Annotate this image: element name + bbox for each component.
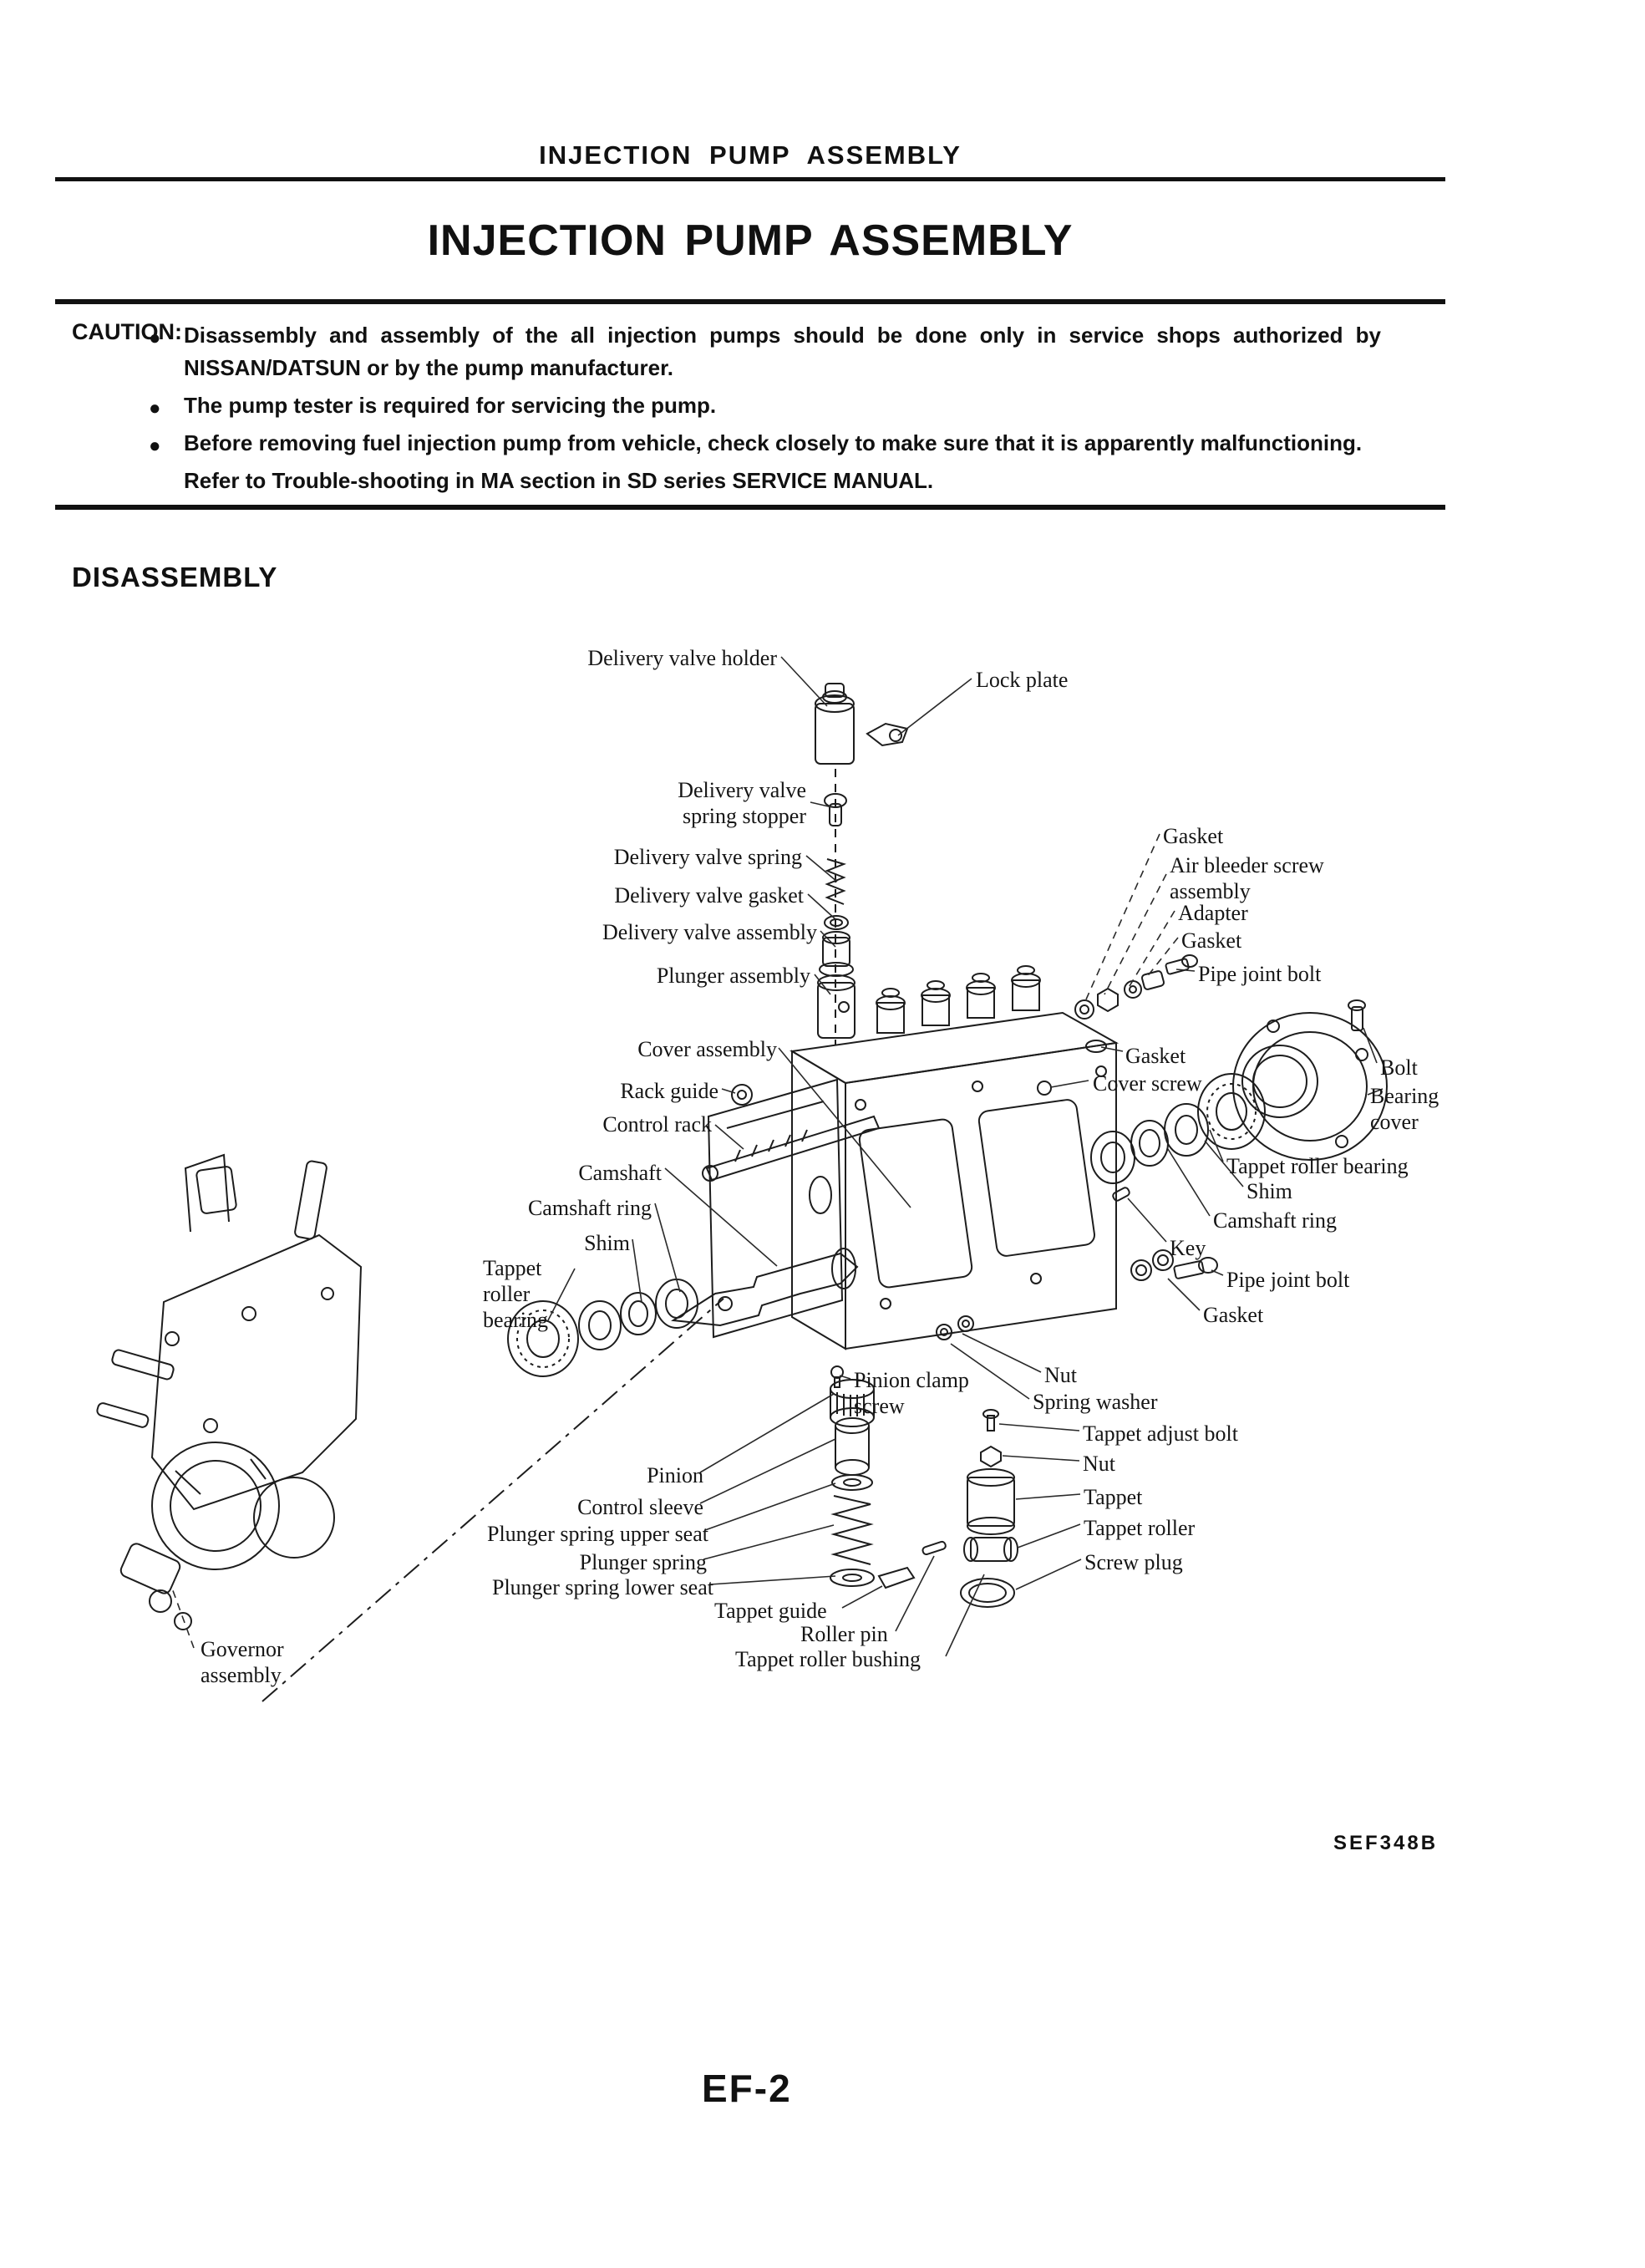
caution-bullet: ● The pump tester is required for servic… — [149, 389, 1381, 422]
part-label-plunger-spring-lower-seat: Plunger spring lower seat — [491, 1575, 713, 1599]
part-label-spring-washer: Spring washer — [1033, 1390, 1158, 1414]
part-label-control-sleeve: Control sleeve — [577, 1495, 703, 1519]
part-label-camshaft: Camshaft — [578, 1161, 662, 1185]
part-label-plunger-assembly: Plunger assembly — [656, 964, 810, 988]
caution-label: CAUTION: — [72, 319, 182, 344]
part-label-tappet-roller-bushing: Tappet roller bushing — [735, 1647, 922, 1671]
axis-centerline — [261, 1298, 724, 1702]
part-label-bolt: Bolt — [1380, 1055, 1418, 1080]
part-label-tappet: Tappet — [1084, 1485, 1143, 1509]
part-label-plunger-spring-upper-seat: Plunger spring upper seat — [486, 1522, 708, 1546]
caution-note: Refer to Trouble-shooting in MA section … — [184, 468, 934, 493]
exploded-diagram — [96, 656, 1388, 1702]
part-label-pipe-joint-bolt-1: Pipe joint bolt — [1198, 962, 1322, 986]
caution-text: The pump tester is required for servicin… — [184, 393, 717, 418]
delivery-valve-stack-drawing — [815, 683, 909, 1045]
pump-body-drawing — [789, 1011, 1120, 1350]
governor-assembly-drawing — [96, 1153, 363, 1630]
part-label-tappet-guide: Tappet guide — [714, 1599, 827, 1623]
part-label-control-rack: Control rack — [602, 1112, 712, 1137]
caution-bullet: ● Disassembly and assembly of the all in… — [149, 319, 1381, 384]
part-label-camshaft-ring-right: Camshaft ring — [1213, 1208, 1338, 1233]
bullet-icon: ● — [149, 397, 161, 420]
caution-bullet: ● Before removing fuel injection pump fr… — [149, 427, 1381, 460]
figure-code: SEF348B — [1333, 1832, 1439, 1854]
page-number: EF-2 — [702, 2067, 792, 2110]
bullet-icon: ● — [149, 435, 161, 457]
cover-and-rack-drawing — [702, 1078, 881, 1339]
tappet-stack-drawing — [922, 1409, 1018, 1608]
leader-lines — [170, 656, 1384, 1657]
part-label-cover-assembly: Cover assembly — [637, 1037, 777, 1061]
bearing-cover-drawing — [1232, 999, 1388, 1161]
part-label-delivery-valve-holder: Delivery valve holder — [587, 646, 777, 670]
part-label-gasket-1: Gasket — [1163, 824, 1224, 848]
caution-top-rule — [55, 299, 1445, 304]
running-header: INJECTION PUMP ASSEMBLY — [539, 140, 962, 170]
part-label-plunger-spring: Plunger spring — [579, 1550, 707, 1574]
header-rule — [55, 177, 1445, 181]
part-label-bearing-cover: Bearing cover — [1370, 1084, 1439, 1134]
part-label-roller-pin: Roller pin — [800, 1622, 888, 1646]
pipe-joint-gaskets-drawing — [936, 1040, 1218, 1340]
part-label-screw-plug: Screw plug — [1084, 1550, 1183, 1574]
part-label-delivery-valve-spring-stopper: Delivery valve spring stopper — [678, 778, 806, 828]
part-label-lock-plate: Lock plate — [976, 668, 1069, 692]
part-label-pinion-clamp-screw: Pinion clamp screw — [854, 1368, 969, 1418]
caution-text: Disassembly and assembly of the all inje… — [184, 323, 1381, 380]
part-label-cover-screw: Cover screw — [1093, 1071, 1202, 1096]
part-label-gasket-2: Gasket — [1181, 928, 1242, 953]
part-label-shim-left: Shim — [584, 1231, 630, 1255]
part-label-nut-1: Nut — [1044, 1363, 1077, 1387]
air-bleeder-fittings-drawing — [1074, 954, 1198, 1020]
caution-bottom-rule — [55, 505, 1445, 510]
page-title: INJECTION PUMP ASSEMBLY — [427, 216, 1074, 265]
part-label-tappet-roller-bearing-right: Tappet roller bearing — [1226, 1154, 1409, 1178]
part-label-pipe-joint-bolt-2: Pipe joint bolt — [1226, 1268, 1350, 1292]
part-label-camshaft-ring-left: Camshaft ring — [527, 1196, 652, 1220]
part-label-tappet-roller-bearing-left: Tappet roller bearing — [483, 1256, 548, 1332]
bullet-icon: ● — [149, 327, 161, 349]
part-label-nut-2: Nut — [1083, 1452, 1115, 1476]
part-label-shim-right: Shim — [1246, 1179, 1292, 1203]
part-label-delivery-valve-assembly: Delivery valve assembly — [602, 920, 817, 944]
pinion-plunger-stack-drawing — [830, 1365, 916, 1589]
part-label-pinion: Pinion — [647, 1463, 703, 1487]
part-label-governor-assembly: Governor assembly — [201, 1637, 284, 1687]
part-label-rack-guide: Rack guide — [620, 1079, 718, 1103]
part-label-gasket-4: Gasket — [1203, 1303, 1264, 1327]
part-label-adapter: Adapter — [1178, 901, 1248, 925]
delivery-valve-holders-row — [876, 965, 1041, 1034]
part-label-gasket-3: Gasket — [1125, 1044, 1186, 1068]
caution-list: ● Disassembly and assembly of the all in… — [149, 319, 1381, 497]
caution-text: Before removing fuel injection pump from… — [184, 430, 1363, 455]
section-heading: DISASSEMBLY — [72, 562, 278, 592]
part-label-delivery-valve-spring: Delivery valve spring — [613, 845, 802, 869]
right-bearing-rings-drawing — [1090, 1073, 1266, 1202]
part-label-air-bleeder-screw-assembly: Air bleeder screw assembly — [1170, 853, 1324, 903]
part-label-tappet-roller: Tappet roller — [1084, 1516, 1196, 1540]
part-label-delivery-valve-gasket: Delivery valve gasket — [614, 883, 804, 908]
part-label-key: Key — [1170, 1236, 1206, 1260]
camshaft-drawing — [507, 1248, 859, 1377]
part-label-tappet-adjust-bolt: Tappet adjust bolt — [1083, 1421, 1238, 1446]
